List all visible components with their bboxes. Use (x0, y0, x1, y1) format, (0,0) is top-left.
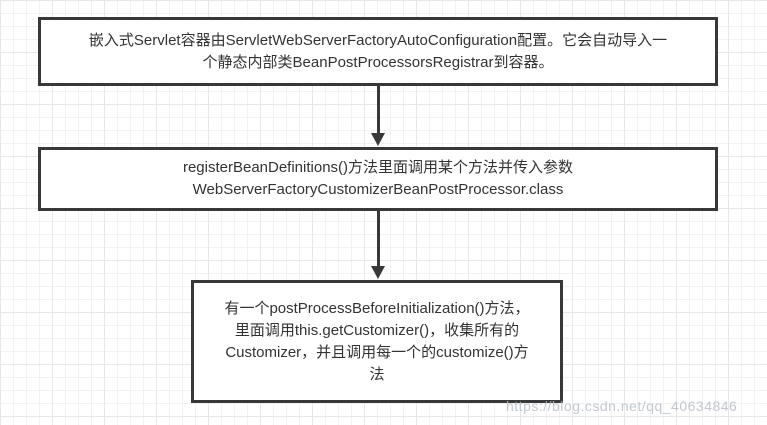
flow-node-post-process-before-initialization: 有一个postProcessBeforeInitialization()方法， … (191, 280, 563, 403)
node-text-line: 嵌入式Servlet容器由ServletWebServerFactoryAuto… (88, 31, 668, 49)
arrow-shaft (376, 211, 380, 268)
flow-arrow-1 (371, 86, 385, 146)
arrow-head-down-icon (371, 266, 385, 279)
arrow-shaft (376, 86, 380, 135)
node-text-line: 有一个postProcessBeforeInitialization()方法， (224, 299, 530, 317)
node-text-line: WebServerFactoryCustomizerBeanPostProces… (192, 181, 564, 198)
node-text-line: 里面调用this.getCustomizer()，收集所有的 (234, 321, 520, 339)
node-text-line: registerBeanDefinitions()方法里面调用某个方法并传入参数 (182, 159, 574, 176)
flow-node-register-bean-definitions: registerBeanDefinitions()方法里面调用某个方法并传入参数… (38, 147, 718, 211)
flow-arrow-2 (371, 211, 385, 279)
flow-node-servlet-container-config: 嵌入式Servlet容器由ServletWebServerFactoryAuto… (38, 17, 718, 86)
node-text-line: 个静态内部类BeanPostProcessorsRegistrar到容器。 (202, 53, 554, 71)
node-text-line: 法 (369, 365, 385, 383)
csdn-watermark: https://blog.csdn.net/qq_40634846 (506, 398, 738, 414)
node-text-line: Customizer，并且调用每一个的customize()方 (225, 343, 529, 361)
arrow-head-down-icon (371, 133, 385, 146)
